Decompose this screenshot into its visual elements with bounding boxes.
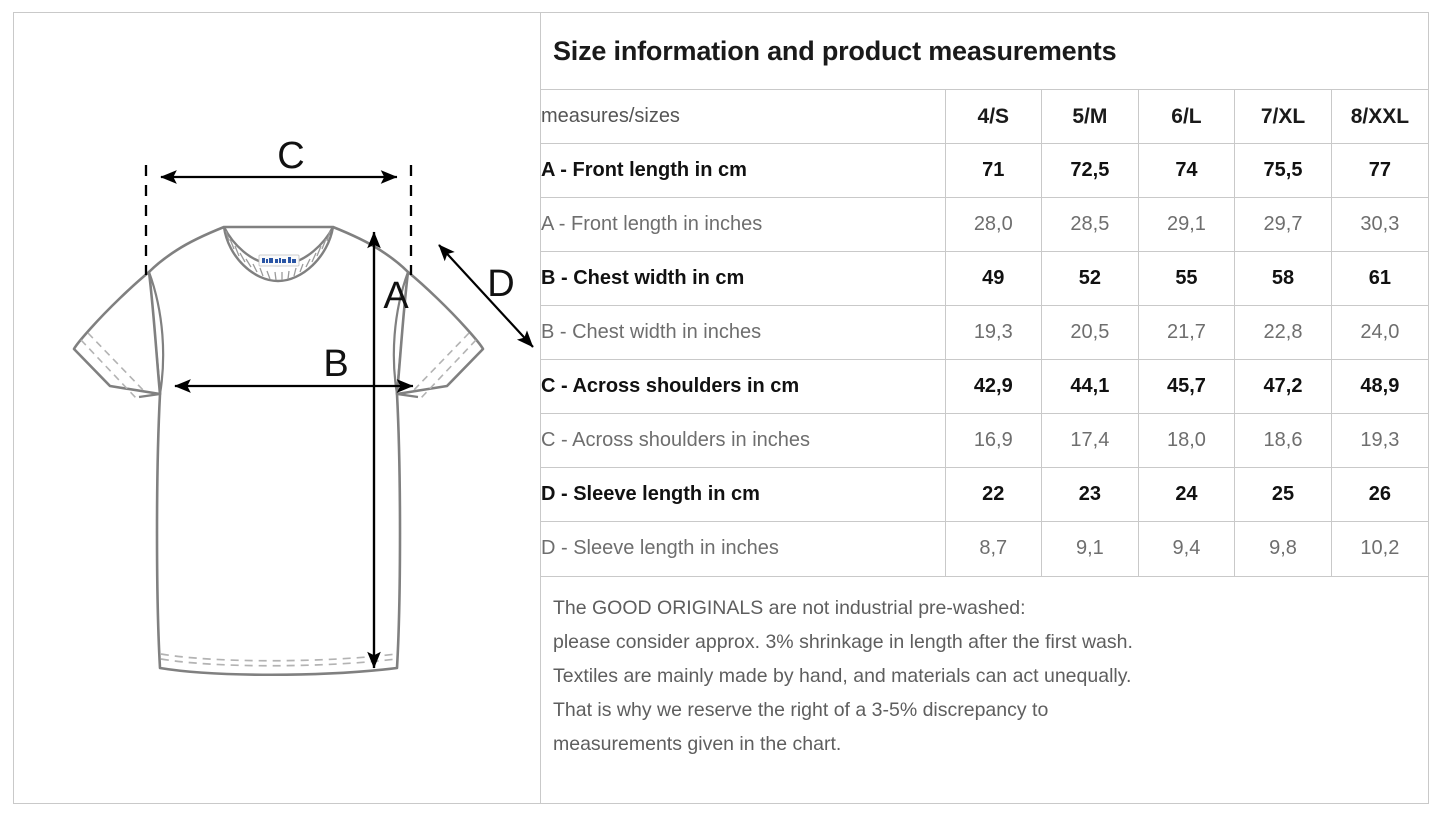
left-sleeve bbox=[72, 270, 162, 396]
cell-value: 58 bbox=[1234, 251, 1332, 306]
table-row: D - Sleeve length in inches 8,7 9,1 9,4 … bbox=[541, 521, 1428, 576]
cell-value: 77 bbox=[1331, 143, 1428, 198]
row-label: B - Chest width in inches bbox=[541, 305, 946, 360]
cell-value: 22 bbox=[945, 467, 1043, 522]
cell-value: 42,9 bbox=[945, 359, 1043, 414]
cell-value: 49 bbox=[945, 251, 1043, 306]
cell-value: 71 bbox=[945, 143, 1043, 198]
table-row: B - Chest width in cm 49 52 55 58 61 bbox=[541, 251, 1428, 306]
cell-value: 29,7 bbox=[1234, 197, 1332, 252]
column-header-size-2: 6/L bbox=[1138, 89, 1236, 144]
row-label: D - Sleeve length in cm bbox=[541, 467, 946, 522]
cell-value: 18,6 bbox=[1234, 413, 1332, 468]
tshirt-diagram-pane: C A B D bbox=[14, 13, 541, 803]
cell-value: 72,5 bbox=[1041, 143, 1139, 198]
table-row: B - Chest width in inches 19,3 20,5 21,7… bbox=[541, 305, 1428, 360]
cell-value: 29,1 bbox=[1138, 197, 1236, 252]
right-sleeve bbox=[395, 270, 485, 396]
size-measurements-table: measures/sizes 4/S 5/M 6/L 7/XL 8/XXL A … bbox=[541, 89, 1428, 576]
column-header-size-4: 8/XXL bbox=[1331, 89, 1428, 144]
left-sleeve-path bbox=[72, 270, 162, 396]
dimension-c: C bbox=[144, 135, 413, 275]
row-label: C - Across shoulders in cm bbox=[541, 359, 946, 414]
cell-value: 47,2 bbox=[1234, 359, 1332, 414]
dimension-b: B bbox=[174, 343, 414, 393]
dimension-label-d: D bbox=[487, 263, 514, 305]
cell-value: 19,3 bbox=[1331, 413, 1428, 468]
cell-value: 8,7 bbox=[945, 521, 1043, 576]
cell-value: 19,3 bbox=[945, 305, 1043, 360]
table-row: A - Front length in cm 71 72,5 74 75,5 7… bbox=[541, 143, 1428, 198]
neck-brand-label bbox=[258, 254, 300, 267]
table-row: C - Across shoulders in cm 42,9 44,1 45,… bbox=[541, 359, 1428, 414]
measurements-pane: Size information and product measurement… bbox=[541, 13, 1428, 803]
dimension-label-b: B bbox=[323, 343, 348, 385]
column-header-size-0: 4/S bbox=[945, 89, 1043, 144]
page-title: Size information and product measurement… bbox=[553, 35, 1117, 66]
cell-value: 75,5 bbox=[1234, 143, 1332, 198]
row-label: C - Across shoulders in inches bbox=[541, 413, 946, 468]
dimension-a: A bbox=[367, 231, 409, 669]
cell-value: 28,0 bbox=[945, 197, 1043, 252]
cell-value: 45,7 bbox=[1138, 359, 1236, 414]
cell-value: 16,9 bbox=[945, 413, 1043, 468]
column-header-size-1: 5/M bbox=[1041, 89, 1139, 144]
row-label: B - Chest width in cm bbox=[541, 251, 946, 306]
cell-value: 44,1 bbox=[1041, 359, 1139, 414]
table-row: C - Across shoulders in inches 16,9 17,4… bbox=[541, 413, 1428, 468]
dimension-label-c: C bbox=[277, 135, 304, 177]
care-footnote: The GOOD ORIGINALS are not industrial pr… bbox=[541, 575, 1428, 761]
cell-value: 17,4 bbox=[1041, 413, 1139, 468]
cell-value: 9,4 bbox=[1138, 521, 1236, 576]
dimension-d: D bbox=[438, 244, 534, 348]
cell-value: 26 bbox=[1331, 467, 1428, 522]
garment-outline bbox=[147, 225, 410, 677]
table-header-row: measures/sizes 4/S 5/M 6/L 7/XL 8/XXL bbox=[541, 89, 1428, 144]
torso-path bbox=[147, 225, 410, 677]
cell-value: 24,0 bbox=[1331, 305, 1428, 360]
cell-value: 74 bbox=[1138, 143, 1236, 198]
cell-value: 9,1 bbox=[1041, 521, 1139, 576]
column-header-size-3: 7/XL bbox=[1234, 89, 1332, 144]
cell-value: 18,0 bbox=[1138, 413, 1236, 468]
cell-value: 52 bbox=[1041, 251, 1139, 306]
row-label: A - Front length in cm bbox=[541, 143, 946, 198]
column-header-measures: measures/sizes bbox=[541, 89, 946, 144]
cell-value: 30,3 bbox=[1331, 197, 1428, 252]
cell-value: 22,8 bbox=[1234, 305, 1332, 360]
cell-value: 55 bbox=[1138, 251, 1236, 306]
row-label: A - Front length in inches bbox=[541, 197, 946, 252]
cell-value: 61 bbox=[1331, 251, 1428, 306]
tshirt-technical-drawing-svg: C A B D bbox=[72, 135, 534, 677]
collar-rib bbox=[222, 226, 335, 283]
right-sleeve-path bbox=[395, 270, 485, 396]
dimension-label-a: A bbox=[383, 275, 409, 317]
row-label: D - Sleeve length in inches bbox=[541, 521, 946, 576]
cell-value: 20,5 bbox=[1041, 305, 1139, 360]
table-row: A - Front length in inches 28,0 28,5 29,… bbox=[541, 197, 1428, 252]
cell-value: 25 bbox=[1234, 467, 1332, 522]
size-table-body: measures/sizes 4/S 5/M 6/L 7/XL 8/XXL A … bbox=[541, 89, 1428, 576]
cell-value: 48,9 bbox=[1331, 359, 1428, 414]
cell-value: 23 bbox=[1041, 467, 1139, 522]
size-chart-container: C A B D Size information and product mea… bbox=[13, 12, 1429, 804]
left-sleeve-hem-stitch bbox=[80, 332, 145, 399]
cell-value: 28,5 bbox=[1041, 197, 1139, 252]
cell-value: 9,8 bbox=[1234, 521, 1332, 576]
table-row: D - Sleeve length in cm 22 23 24 25 26 bbox=[541, 467, 1428, 522]
cell-value: 21,7 bbox=[1138, 305, 1236, 360]
cell-value: 24 bbox=[1138, 467, 1236, 522]
cell-value: 10,2 bbox=[1331, 521, 1428, 576]
